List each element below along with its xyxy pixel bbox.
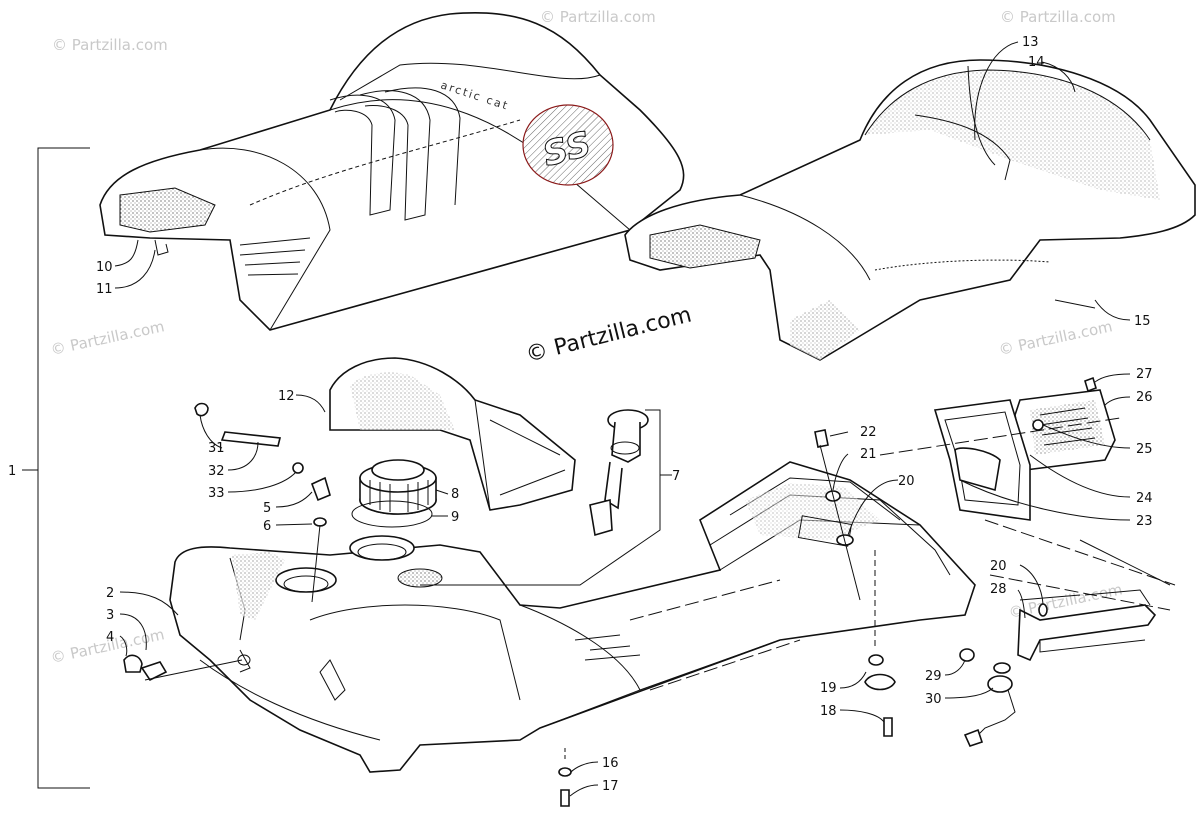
callout-15: 15 — [1134, 314, 1151, 329]
main-watermark: © Partzilla.com — [523, 302, 694, 367]
callout-22: 22 — [860, 425, 877, 440]
callout-19: 19 — [820, 681, 837, 696]
callout-23: 23 — [1136, 514, 1153, 529]
callout-31: 31 — [208, 441, 225, 456]
seat-base-part-12 — [329, 357, 576, 511]
ss-logo — [522, 104, 614, 186]
callout-4: 4 — [106, 630, 114, 645]
hardware — [123, 239, 1097, 807]
callout-8: 8 — [451, 487, 459, 502]
taillight-assembly — [933, 389, 1116, 521]
callout-27: 27 — [1136, 367, 1153, 382]
callout-12: 12 — [278, 389, 295, 404]
callout-16: 16 — [602, 756, 619, 771]
watermark: © Partzilla.com — [1000, 8, 1116, 26]
watermark: © Partzilla.com — [52, 36, 168, 54]
watermark: © Partzilla.com — [997, 317, 1114, 359]
callout-7: 7 — [672, 469, 680, 484]
callout-29: 29 — [925, 669, 942, 684]
callout-14: 14 — [1028, 55, 1045, 70]
gasket-part-9 — [351, 500, 433, 528]
assembly-lines — [879, 417, 1176, 611]
watermark: © Partzilla.com — [540, 8, 656, 26]
callout-1: 1 — [8, 464, 16, 479]
callout-10: 10 — [96, 260, 113, 275]
callout-11: 11 — [96, 282, 113, 297]
callout-17: 17 — [602, 779, 619, 794]
callout-18: 18 — [820, 704, 837, 719]
bracket-part-28 — [1017, 589, 1157, 662]
leader-lines — [22, 41, 1131, 797]
seat-ss: SS arctic cat — [99, 12, 685, 331]
callout-2: 2 — [106, 586, 114, 601]
gas-cap-part-8 — [351, 459, 437, 528]
callout-21: 21 — [860, 447, 877, 462]
fuel-sender-part-7 — [589, 409, 649, 537]
watermark: © Partzilla.com — [49, 317, 166, 359]
callout-25: 25 — [1136, 442, 1153, 457]
callout-20: 20 — [898, 474, 915, 489]
callout-labels: 1 2 3 4 5 6 7 8 9 10 11 12 13 14 15 16 1… — [8, 35, 1153, 794]
fuel-tank-part-2 — [169, 461, 976, 773]
callout-33: 33 — [208, 486, 225, 501]
callout-20-right: 20 — [990, 559, 1007, 574]
callout-9: 9 — [451, 510, 459, 525]
callout-24: 24 — [1136, 491, 1153, 506]
callout-3: 3 — [106, 608, 114, 623]
callout-5: 5 — [263, 501, 271, 516]
callout-28: 28 — [990, 582, 1007, 597]
callout-26: 26 — [1136, 390, 1153, 405]
callout-32: 32 — [208, 464, 225, 479]
seat-plain — [624, 59, 1196, 361]
callout-30: 30 — [925, 692, 942, 707]
callout-6: 6 — [263, 519, 271, 534]
callout-13: 13 — [1022, 35, 1039, 50]
